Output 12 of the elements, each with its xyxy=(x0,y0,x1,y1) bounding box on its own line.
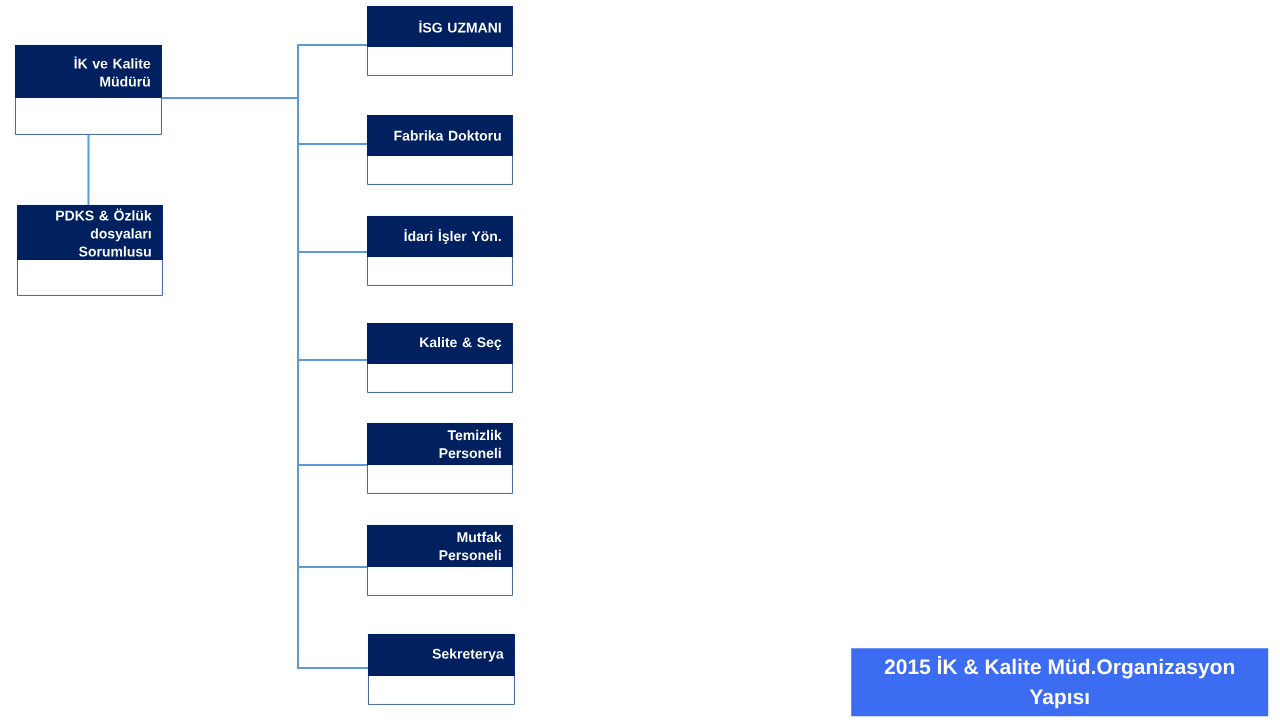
position-box: Temizlik Personeli xyxy=(367,423,513,494)
position-box: Kalite & Seç xyxy=(367,323,513,393)
title-banner: 2015 İK & Kalite Müd.Organizasyon Yapısı xyxy=(851,648,1269,717)
position-box: Fabrika Doktoru xyxy=(367,115,513,185)
connector-line xyxy=(160,97,369,669)
position-box: Mutfak Personeli xyxy=(367,525,513,596)
position-box: Sekreterya xyxy=(368,634,515,705)
position-box: İK ve Kalite Müdürü xyxy=(15,45,162,135)
position-box: PDKS & Özlük dosyaları Sorumlusu xyxy=(17,205,163,296)
position-box: İSG UZMANI xyxy=(367,6,513,76)
connector-line xyxy=(87,133,90,206)
position-box: İdari İşler Yön. xyxy=(367,216,513,286)
